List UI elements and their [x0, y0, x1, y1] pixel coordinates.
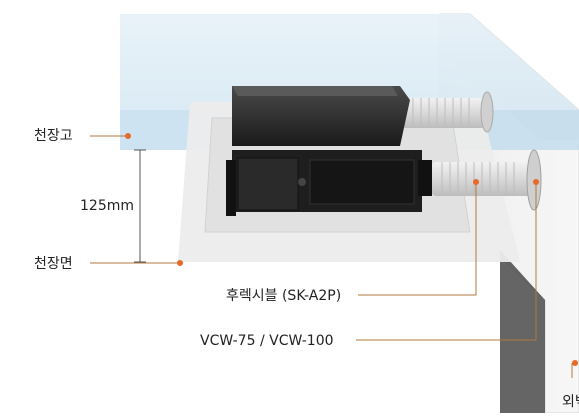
label-product: 후렉시블 (SK-A2P) [226, 288, 342, 304]
label-ceiling-height: 천장고 [34, 128, 73, 144]
upper-flexible-duct [395, 91, 494, 133]
marker-dots [125, 133, 578, 366]
label-duct: VCW-75 / VCW-100 [200, 333, 334, 349]
leader-lines [90, 135, 573, 378]
label-outer-wall: 외벽 [562, 394, 579, 410]
dimension-line [134, 149, 146, 263]
label-dimension: 125mm [80, 198, 134, 214]
ventilation-unit [226, 86, 432, 216]
label-ceiling-surface: 천장면 [34, 256, 73, 272]
